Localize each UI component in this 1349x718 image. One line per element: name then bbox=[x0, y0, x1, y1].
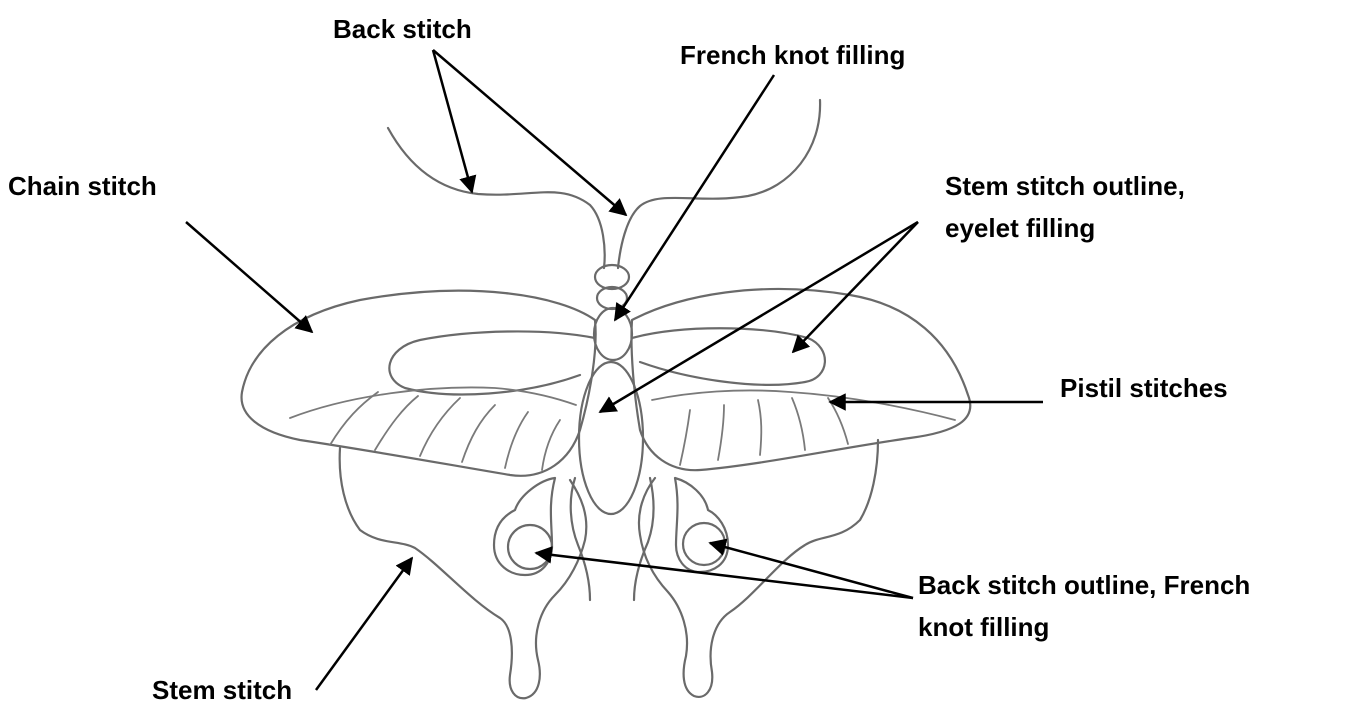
label-eyelet-filling: eyelet filling bbox=[945, 212, 1095, 245]
left-eye-spot bbox=[508, 525, 552, 569]
neck bbox=[597, 287, 627, 309]
leader-back-outline-right bbox=[710, 543, 913, 598]
head bbox=[595, 265, 629, 289]
leader-stem-stitch bbox=[316, 558, 412, 690]
label-stem-stitch-outline: Stem stitch outline, bbox=[945, 170, 1185, 203]
right-eye-spot bbox=[683, 523, 725, 565]
leader-back-stitch-left bbox=[433, 50, 472, 192]
left-eyelet bbox=[389, 331, 595, 394]
leader-stem-outline-eyelet bbox=[793, 222, 918, 352]
leader-french-knot bbox=[615, 75, 774, 320]
abdomen bbox=[579, 362, 643, 514]
left-antenna bbox=[388, 128, 605, 268]
label-pistil-stitches: Pistil stitches bbox=[1060, 372, 1228, 405]
hindwings bbox=[340, 440, 878, 698]
label-back-stitch-outline: Back stitch outline, French bbox=[918, 569, 1250, 602]
thorax bbox=[594, 308, 632, 360]
leader-lines bbox=[186, 50, 1043, 690]
leader-chain-stitch bbox=[186, 222, 312, 332]
forewings bbox=[242, 289, 971, 476]
label-chain-stitch: Chain stitch bbox=[8, 170, 157, 203]
label-back-stitch: Back stitch bbox=[333, 13, 472, 46]
leader-stem-outline-body bbox=[600, 222, 918, 412]
left-hindwing-inner bbox=[571, 478, 590, 600]
label-french-knot-filling: French knot filling bbox=[680, 39, 905, 72]
label-stem-stitch: Stem stitch bbox=[152, 674, 292, 707]
left-hindwing bbox=[340, 448, 587, 698]
right-forewing bbox=[631, 289, 970, 470]
label-knot-filling: knot filling bbox=[918, 611, 1049, 644]
right-antenna bbox=[618, 100, 820, 268]
